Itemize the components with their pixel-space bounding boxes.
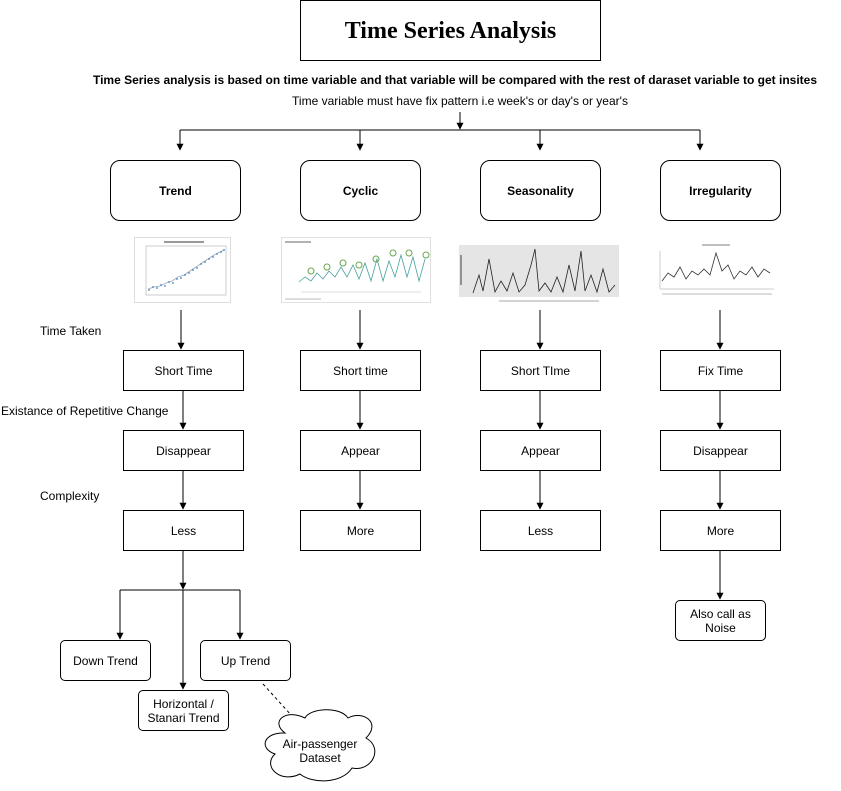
up-trend-box: Up Trend	[200, 640, 291, 681]
dashed-link-dataset	[262, 683, 293, 717]
irregularity-chart-thumbnail	[652, 241, 778, 299]
trend-chart-thumbnail	[134, 237, 231, 303]
cyclic-chart-thumbnail	[281, 237, 431, 303]
row-label-complexity: Complexity	[40, 489, 100, 503]
horizontal-trend-box: Horizontal / Stanari Trend	[138, 690, 229, 731]
row-label-time-taken: Time Taken	[40, 324, 102, 338]
trend-complexity: Less	[123, 510, 244, 551]
cyclic-complexity: More	[300, 510, 421, 551]
down-trend-box: Down Trend	[60, 640, 151, 681]
seasonality-repetitive-change: Appear	[480, 430, 601, 471]
air-passenger-dataset-label: Air-passenger Dataset	[282, 737, 358, 765]
description-line-1: Time Series analysis is based on time va…	[92, 73, 818, 87]
diagram-title: Time Series Analysis	[300, 0, 601, 61]
row-label-repetitive-change: Existance of Repetitive Change	[1, 404, 169, 418]
category-trend: Trend	[110, 160, 241, 221]
cyclic-time-taken: Short time	[300, 350, 421, 391]
seasonality-time-taken: Short TIme	[480, 350, 601, 391]
irregularity-repetitive-change: Disappear	[660, 430, 781, 471]
category-cyclic: Cyclic	[300, 160, 421, 221]
description-line-2: Time variable must have fix pattern i.e …	[292, 94, 628, 108]
cyclic-repetitive-change: Appear	[300, 430, 421, 471]
irregularity-complexity: More	[660, 510, 781, 551]
category-irregularity: Irregularity	[660, 160, 781, 221]
trend-time-taken: Short Time	[123, 350, 244, 391]
irregularity-time-taken: Fix Time	[660, 350, 781, 391]
category-seasonality: Seasonality	[480, 160, 601, 221]
seasonality-chart-thumbnail	[459, 245, 619, 303]
noise-note-box: Also call as Noise	[675, 600, 766, 641]
seasonality-complexity: Less	[480, 510, 601, 551]
trend-repetitive-change: Disappear	[123, 430, 244, 471]
cloud-shape	[264, 709, 376, 782]
